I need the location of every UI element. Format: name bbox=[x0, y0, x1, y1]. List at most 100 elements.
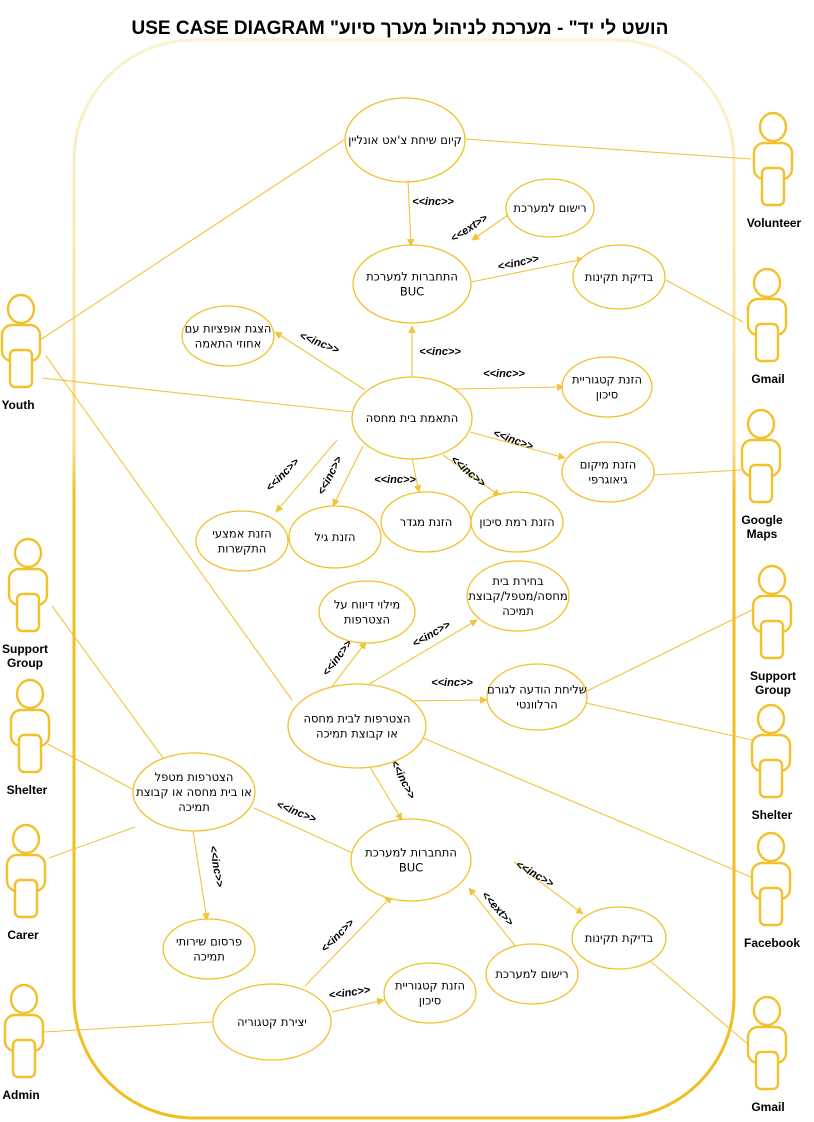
use-case-label: תמיכה bbox=[502, 604, 534, 618]
actor-youth[interactable]: Youth bbox=[0, 293, 42, 412]
relation-arrow bbox=[469, 431, 566, 460]
use-case-label: בחירת בית bbox=[492, 574, 544, 588]
system-boundary bbox=[72, 38, 736, 1120]
use-case-label: שליחת הודעה לגורם bbox=[487, 683, 587, 697]
actor-facebook[interactable]: Facebook bbox=[744, 831, 800, 950]
use-case-label: הצטרפות לבית מחסה bbox=[303, 712, 410, 726]
use-case-riskLevel[interactable]: הזנת רמת סיכון bbox=[470, 491, 564, 553]
use-case-age[interactable]: הזנת גיל bbox=[288, 505, 382, 569]
actor-shLeft[interactable]: Shelter bbox=[7, 678, 51, 797]
use-case-register1[interactable]: רישום למערכת bbox=[505, 178, 595, 238]
use-case-label: תמיכה bbox=[178, 800, 210, 814]
use-case-register2[interactable]: רישום למערכת bbox=[485, 943, 579, 1005]
use-case-ellipse bbox=[470, 491, 564, 553]
actor-figure-icon bbox=[3, 983, 45, 1079]
actor-carer[interactable]: Carer bbox=[5, 823, 47, 942]
use-case-ellipse bbox=[350, 818, 472, 902]
relation-label: <<inc>> bbox=[319, 917, 357, 955]
relation-label: <<inc>> bbox=[497, 253, 541, 274]
use-case-ellipse bbox=[195, 510, 289, 572]
use-case-ellipse bbox=[485, 943, 579, 1005]
actor-gmail1[interactable]: Gmail bbox=[746, 267, 788, 386]
use-case-label: סיכון bbox=[419, 994, 441, 1008]
actor-gmail2[interactable]: Gmail bbox=[746, 995, 788, 1114]
use-case-label: הזנת אמצעי bbox=[212, 527, 271, 541]
relation-r2: <<ext>> bbox=[449, 212, 509, 245]
use-case-label: רישום למערכת bbox=[495, 967, 568, 981]
actor-label: Admin bbox=[2, 1088, 39, 1102]
actor-admin[interactable]: Admin bbox=[2, 983, 45, 1102]
use-cases-layer: קיום שיחת צ'אט אונליין רישום למערכת התחברו… bbox=[132, 97, 667, 1061]
use-case-validate1[interactable]: בדיקת תקינות bbox=[572, 244, 666, 310]
relation-arrow bbox=[275, 439, 338, 513]
use-case-ellipse bbox=[181, 305, 275, 367]
relation-r14: <<inc>> bbox=[394, 677, 488, 704]
actor-label: Shelter bbox=[752, 808, 793, 822]
actor-figure-icon bbox=[752, 111, 794, 207]
relation-arrow bbox=[274, 331, 366, 391]
use-case-label: הצגת אופציות עם bbox=[185, 322, 272, 336]
use-case-validate2[interactable]: בדיקת תקינות bbox=[571, 906, 667, 970]
use-case-ellipse bbox=[466, 560, 570, 632]
relation-arrow bbox=[470, 256, 585, 283]
actor-label: Google bbox=[741, 513, 783, 527]
actor-figure-icon bbox=[746, 995, 788, 1091]
relation-arrow bbox=[471, 214, 509, 241]
association-line bbox=[41, 377, 353, 413]
relation-r17: <<inc>> bbox=[253, 799, 369, 861]
actor-label: Shelter bbox=[7, 783, 48, 797]
association-line bbox=[47, 743, 135, 791]
use-case-createCat[interactable]: יצירת קטגוריה bbox=[212, 983, 332, 1061]
actor-figure-icon bbox=[751, 564, 793, 660]
relation-arrow bbox=[406, 179, 415, 247]
use-case-ellipse bbox=[351, 376, 473, 460]
use-case-ellipse bbox=[486, 663, 588, 731]
use-case-label: גיאוגרפי bbox=[588, 473, 627, 487]
use-case-label: התקשרות bbox=[218, 542, 267, 556]
relation-r1: <<inc>> bbox=[406, 179, 454, 247]
association-line bbox=[48, 826, 136, 859]
actor-label: Group bbox=[755, 683, 791, 697]
use-case-label: הצטרפות bbox=[344, 613, 390, 627]
use-case-label: רישום למערכת bbox=[513, 201, 586, 215]
use-case-chat[interactable]: קיום שיחת צ'אט אונליין bbox=[344, 97, 466, 183]
association-line bbox=[39, 139, 345, 341]
relation-label: <<inc>> bbox=[275, 799, 319, 826]
use-case-shelterMatch[interactable]: התאמת בית מחסה bbox=[351, 376, 473, 460]
actor-shRight[interactable]: Shelter bbox=[750, 703, 793, 822]
use-case-label: הצטרפות מטפל bbox=[155, 770, 234, 784]
actor-label: Maps bbox=[747, 527, 778, 541]
associations-layer bbox=[39, 138, 753, 1047]
use-case-label: BUC bbox=[400, 285, 424, 299]
use-case-ellipse bbox=[561, 356, 653, 418]
relation-label: <<ext>> bbox=[449, 212, 491, 245]
use-case-label: תמיכה bbox=[193, 950, 225, 964]
relation-r12: <<inc>> bbox=[320, 638, 367, 690]
relation-label: <<inc>> bbox=[410, 619, 453, 650]
actor-volunteer[interactable]: Volunteer bbox=[747, 111, 802, 230]
diagram-title: USE CASE DIAGRAM "הושט לי יד" - מערכת לנ… bbox=[132, 18, 669, 39]
use-case-label: הזנת רמת סיכון bbox=[479, 515, 554, 529]
association-line bbox=[45, 355, 293, 701]
actor-label: Volunteer bbox=[747, 216, 802, 230]
use-case-gender[interactable]: הזנת מגדר bbox=[380, 491, 472, 553]
relation-label: <<inc>> bbox=[513, 859, 556, 890]
relation-r3: <<inc>> bbox=[470, 253, 585, 283]
